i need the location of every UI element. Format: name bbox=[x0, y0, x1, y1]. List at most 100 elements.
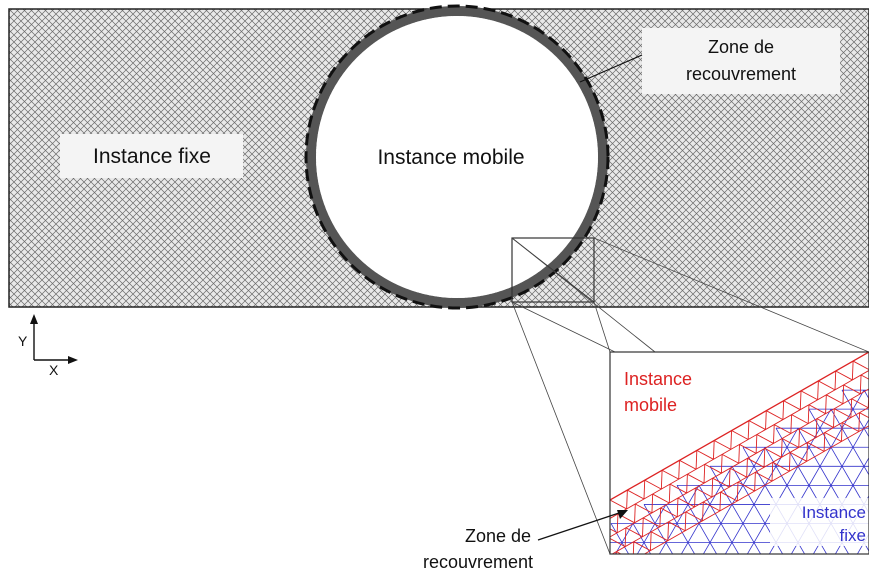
mobile-mesh-edge bbox=[781, 438, 799, 448]
fixed-mesh-edge bbox=[830, 408, 843, 429]
fixed-mesh-edge bbox=[798, 562, 809, 577]
mobile-mesh-edge bbox=[720, 491, 738, 502]
fixed-mesh-edge bbox=[702, 542, 711, 554]
mobile-mesh-edge bbox=[859, 412, 869, 419]
mobile-mesh-edge bbox=[661, 469, 679, 480]
mobile-mesh-edge bbox=[860, 374, 869, 380]
zoom-box bbox=[511, 237, 595, 303]
fixed-mesh-edge bbox=[852, 447, 865, 467]
mobile-mesh-edge bbox=[704, 463, 722, 474]
fixed-mesh-edge bbox=[687, 523, 700, 543]
fixed-mesh-edge bbox=[852, 428, 865, 448]
fixed-mesh-edge bbox=[754, 562, 765, 577]
fixed-mesh-edge bbox=[853, 562, 864, 577]
fixed-mesh-edge bbox=[830, 428, 843, 448]
inset-fixe-label-bg bbox=[770, 498, 869, 546]
mobile-mesh-edge bbox=[627, 489, 645, 500]
fixed-mesh-edge bbox=[731, 542, 740, 554]
axis-y-label: Y bbox=[18, 333, 28, 349]
mobile-mesh-edge bbox=[800, 390, 818, 401]
mobile-mesh-edge bbox=[799, 428, 817, 438]
fixed-mesh-edge bbox=[732, 562, 743, 577]
zone-bottom-arrowhead bbox=[617, 510, 628, 519]
fixed-mesh-edge bbox=[842, 562, 853, 577]
inset-zoom bbox=[541, 351, 869, 577]
mobile-mesh-edge bbox=[592, 510, 593, 529]
mobile-mesh-edge bbox=[826, 394, 844, 405]
fixed-mesh-edge bbox=[589, 562, 600, 577]
mobile-mesh-edge bbox=[721, 453, 739, 464]
mobile-mesh-edge bbox=[825, 394, 827, 414]
mobile-mesh-edge bbox=[600, 524, 601, 543]
mobile-mesh-edge bbox=[755, 434, 758, 454]
fixed-mesh-edge bbox=[786, 447, 799, 467]
mobile-mesh-edge bbox=[548, 554, 549, 573]
mobile-mesh-edge bbox=[556, 567, 557, 577]
fixed-mesh-edge bbox=[786, 428, 799, 448]
mobile-mesh-edge bbox=[695, 487, 713, 498]
mobile-mesh-edge bbox=[711, 478, 714, 498]
projection-line-2 bbox=[593, 301, 611, 353]
mobile-mesh-edge bbox=[720, 454, 723, 474]
fixed-mesh-edge bbox=[698, 485, 711, 505]
fixed-mesh-edge bbox=[731, 523, 744, 543]
mobile-mesh-edge bbox=[635, 503, 653, 514]
zone-bottom-leader bbox=[537, 511, 623, 541]
zone-top-label-line1: Zone de bbox=[708, 37, 774, 57]
mobile-mesh-edge bbox=[712, 440, 715, 460]
mobile-mesh-edge bbox=[712, 477, 730, 488]
fixed-mesh-edge bbox=[765, 562, 776, 577]
mobile-mesh-edge bbox=[582, 534, 583, 553]
mobile-mesh-edge bbox=[703, 501, 721, 512]
projection-line-4 bbox=[511, 237, 656, 353]
mobile-mesh-edge bbox=[548, 554, 565, 563]
fixed-mesh-edge bbox=[863, 389, 869, 400]
mobile-mesh-edge bbox=[851, 361, 854, 380]
mobile-mesh-edge bbox=[766, 410, 784, 421]
mobile-mesh-edge bbox=[799, 390, 802, 410]
fixed-mesh-edge bbox=[632, 523, 645, 543]
mobile-mesh-edge bbox=[541, 540, 558, 549]
axis-x-label: X bbox=[49, 362, 59, 378]
mobile-mesh-edge bbox=[736, 482, 739, 502]
mobile-mesh-edge bbox=[624, 527, 627, 547]
fixed-mesh-edge bbox=[742, 504, 755, 524]
fixed-mesh-edge bbox=[724, 542, 733, 554]
mobile-mesh-edge bbox=[684, 511, 687, 531]
fixed-mesh-edge bbox=[633, 562, 644, 577]
fixed-mesh-edge bbox=[622, 562, 633, 577]
mobile-mesh-edge bbox=[634, 503, 636, 523]
fixed-mesh-edge bbox=[709, 523, 722, 543]
mobile-mesh-edge bbox=[730, 430, 733, 450]
mobile-mesh-edge bbox=[610, 528, 618, 534]
mobile-mesh-edge bbox=[686, 474, 688, 494]
mobile-mesh-edge bbox=[798, 428, 800, 448]
mobile-mesh-edge bbox=[834, 370, 837, 390]
fixed-mesh-edge bbox=[820, 562, 831, 577]
mobile-mesh-edge bbox=[719, 492, 722, 511]
mobile-mesh-edge bbox=[807, 442, 825, 452]
mobile-mesh-edge bbox=[755, 471, 773, 482]
fixed-mesh-edge bbox=[786, 466, 799, 486]
fixed-mesh-edge bbox=[743, 562, 754, 577]
fixed-mesh-edge bbox=[709, 542, 718, 554]
mobile-mesh-edge bbox=[729, 467, 747, 478]
zone-bottom-label-line2: recouvrement bbox=[423, 552, 533, 572]
mobile-mesh-edge bbox=[616, 551, 622, 554]
fixed-mesh-edge bbox=[742, 447, 755, 467]
mobile-mesh-edge bbox=[676, 497, 679, 517]
mobile-mesh-edge bbox=[764, 448, 782, 458]
mobile-mesh-edge bbox=[765, 410, 767, 430]
mobile-mesh-edge bbox=[660, 507, 678, 518]
fixed-mesh-edge bbox=[852, 408, 865, 429]
fixed-mesh-edge bbox=[797, 466, 810, 486]
fixed-mesh-edge bbox=[621, 523, 634, 543]
mobile-mesh-edge bbox=[557, 530, 558, 549]
fixed-mesh-edge bbox=[852, 466, 865, 486]
inset-mobile-label-line1: Instance bbox=[624, 369, 692, 389]
projection-line-3 bbox=[593, 237, 869, 353]
projection-line-1 bbox=[511, 301, 611, 555]
fixed-mesh-edge bbox=[720, 523, 733, 543]
mobile-mesh-edge bbox=[651, 494, 654, 513]
mobile-mesh-edge bbox=[816, 418, 834, 428]
